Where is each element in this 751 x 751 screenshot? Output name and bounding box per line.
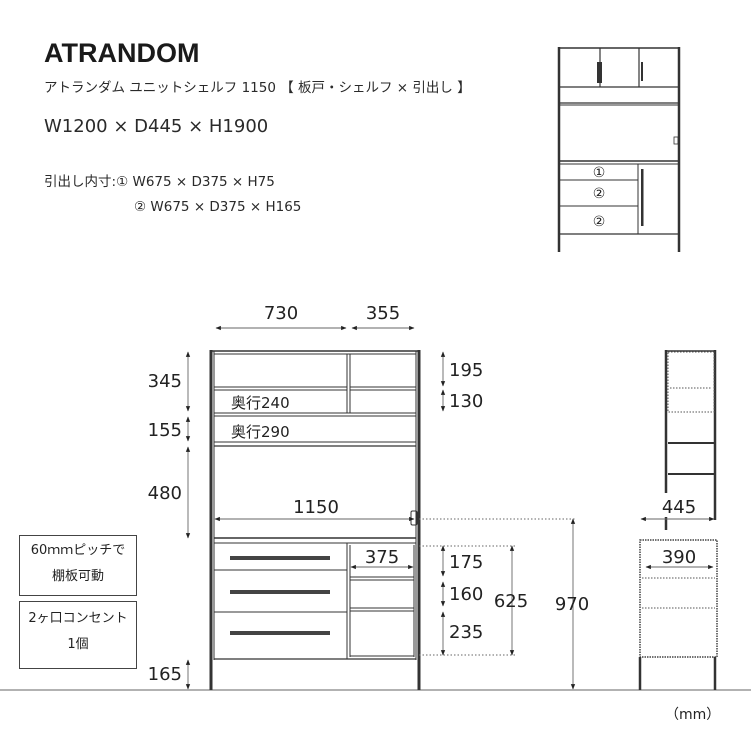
note-outlet-line2: 1個 — [67, 637, 89, 652]
drawer-spec-label: 引出し内寸: — [44, 174, 117, 190]
drawer-spec-1: 引出し内寸:① W675 × D375 × H75 — [44, 170, 275, 190]
note-shelf-line1: 60ｍｍピッチで — [30, 543, 126, 558]
note-outlet: 2ヶ口コンセント 1個 — [19, 601, 137, 669]
note-shelf-pitch: 60ｍｍピッチで 棚板可動 — [19, 535, 137, 596]
dim-width-355: 355 — [366, 303, 400, 324]
brand-title: ATRANDOM — [44, 38, 200, 68]
thumb-marker-3: ② — [593, 214, 606, 230]
note-shelf-line2: 棚板可動 — [51, 569, 104, 584]
drawer-handle-1 — [230, 556, 330, 560]
shelf-depth-240: 奥行240 — [231, 394, 290, 412]
thumb-marker-2: ② — [593, 186, 606, 202]
drawer-size-1: W675 × D375 × H75 — [132, 174, 275, 190]
dim-depth-390: 390 — [662, 547, 696, 568]
dim-height-480: 480 — [148, 483, 182, 504]
guide-lines — [419, 518, 576, 656]
drawer-marker-1: ① — [116, 174, 129, 190]
dim-height-130: 130 — [449, 391, 483, 412]
front-view-cabinet — [209, 350, 421, 690]
drawer-size-2: W675 × D375 × H165 — [150, 199, 302, 215]
dim-height-165: 165 — [148, 664, 182, 685]
dim-height-345: 345 — [148, 371, 182, 392]
dim-height-235: 235 — [449, 622, 483, 643]
dim-height-155: 155 — [148, 420, 182, 441]
shelf-depth-290: 奥行290 — [231, 423, 290, 441]
thumbnail-cabinet — [557, 47, 681, 252]
dim-width-730: 730 — [264, 303, 298, 324]
dim-width-1150: 1150 — [293, 497, 339, 518]
drawer-marker-2: ② — [134, 199, 147, 215]
product-name: アトランダム ユニットシェルフ 1150 【 板戸・シェルフ × 引出し 】 — [44, 80, 471, 96]
dim-depth-445: 445 — [662, 497, 696, 518]
drawer-handle-2 — [230, 590, 330, 594]
dim-width-375: 375 — [365, 547, 399, 568]
unit-label: （mm） — [665, 707, 721, 723]
dim-height-625: 625 — [494, 591, 528, 612]
side-dimension-lines — [640, 516, 715, 570]
note-outlet-line1: 2ヶ口コンセント — [28, 611, 128, 626]
dimension-lines — [185, 325, 576, 690]
dim-height-160: 160 — [449, 584, 483, 605]
dim-height-970: 970 — [555, 594, 589, 615]
dim-height-195: 195 — [449, 360, 483, 381]
overall-size: W1200 × D445 × H1900 — [44, 116, 269, 137]
drawer-spec-2: ② W675 × D375 × H165 — [134, 199, 301, 215]
side-view-cabinet — [638, 350, 718, 690]
dim-height-175: 175 — [449, 552, 483, 573]
drawer-handle-3 — [230, 631, 330, 635]
thumb-marker-1: ① — [593, 165, 606, 181]
